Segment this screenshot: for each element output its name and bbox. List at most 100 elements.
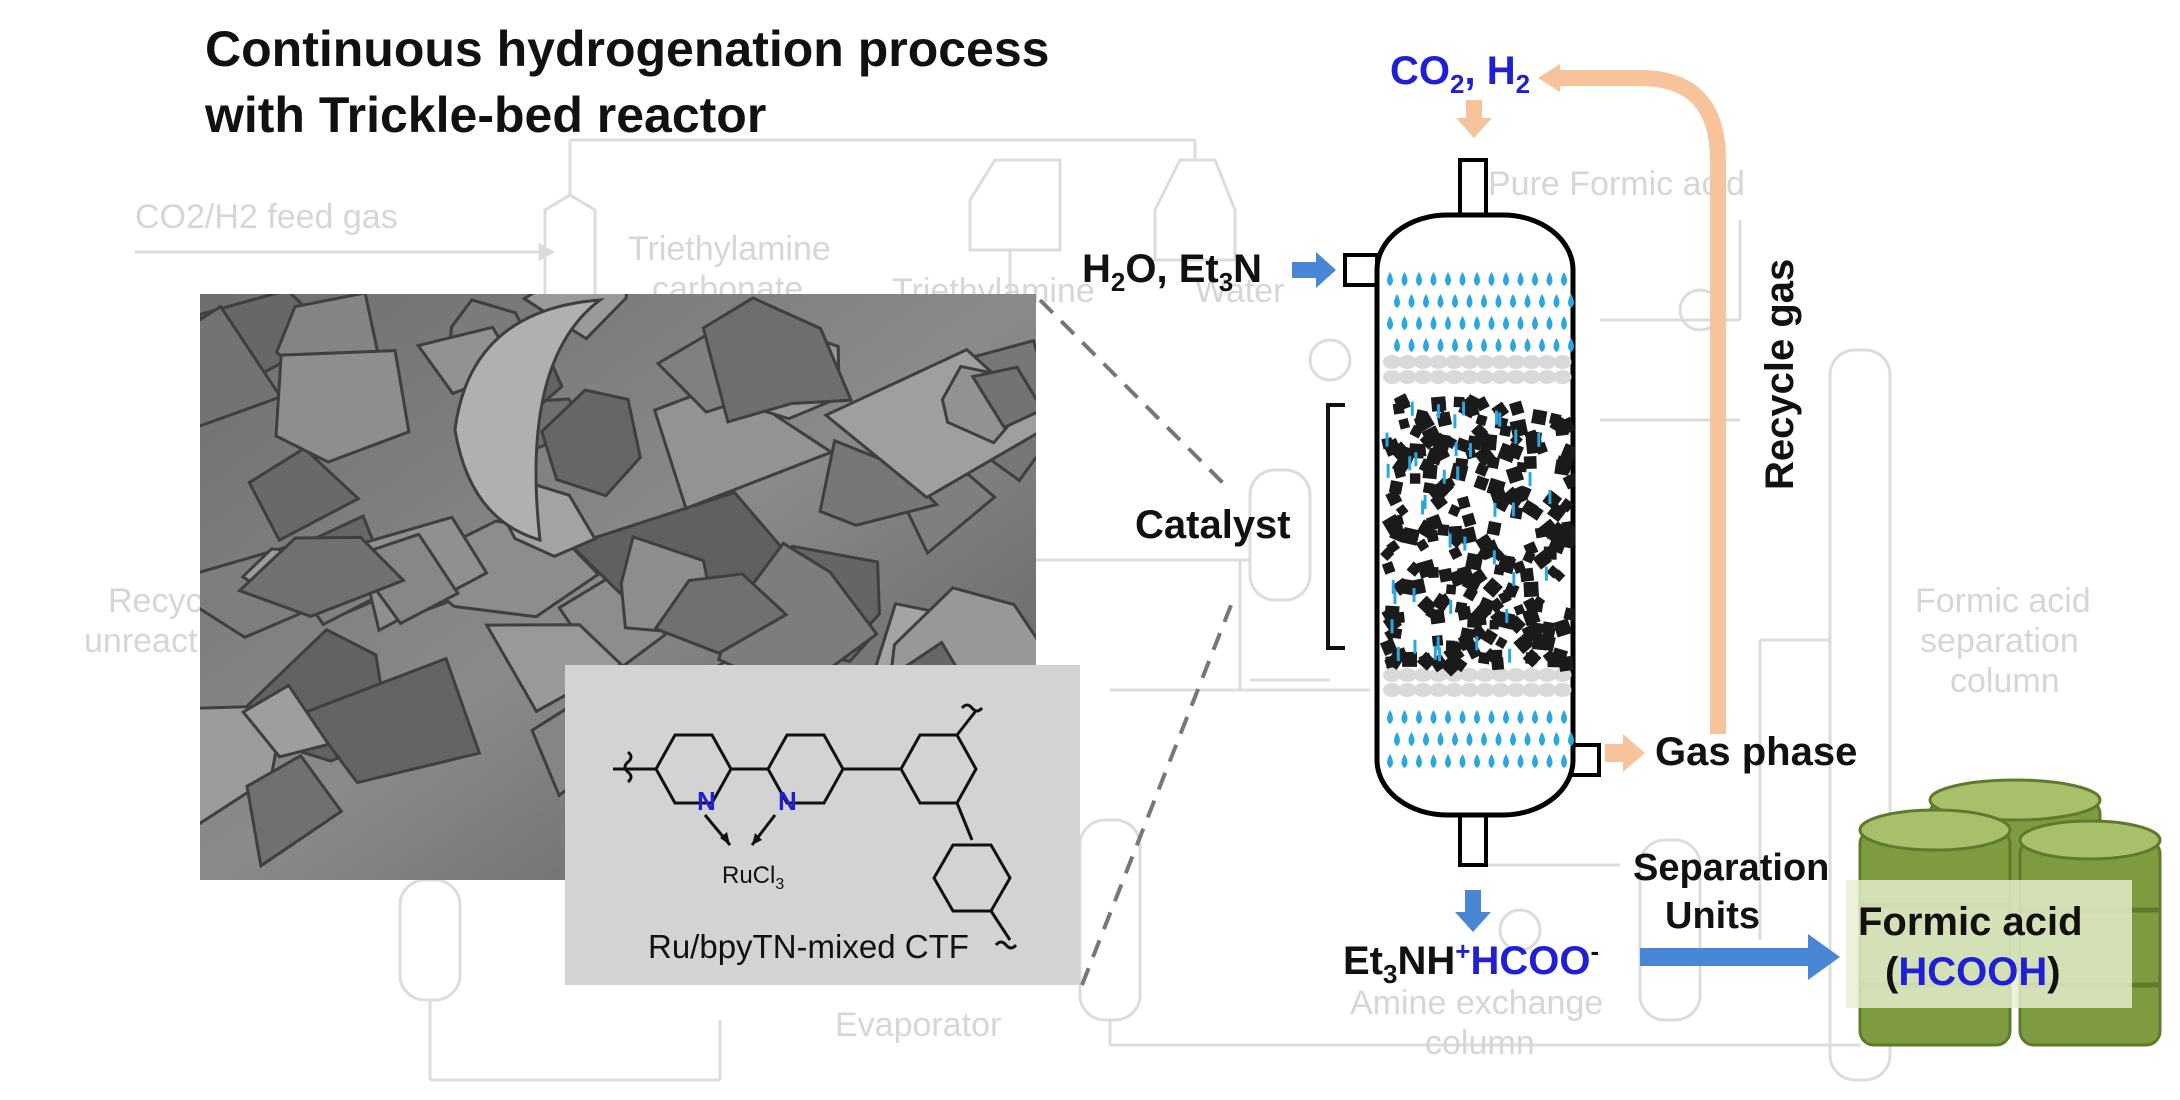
structure-bonds — [613, 703, 1018, 950]
liquid-trickle — [1494, 410, 1498, 425]
inert-bead — [1553, 668, 1572, 682]
n-atom-2: N — [778, 786, 797, 816]
catalyst-particle — [1542, 490, 1563, 510]
catalyst-particle — [1421, 425, 1443, 447]
liquid-drop — [1524, 338, 1531, 352]
catalyst-particle — [1509, 418, 1529, 438]
catalyst-structure-panel: N N RuCl3 Ru/bpyTN-mixed CTF — [565, 665, 1080, 985]
fa-separation-label-2: separation — [1920, 622, 2079, 660]
liquid-trickle — [1408, 456, 1412, 471]
inert-bead — [1398, 355, 1417, 369]
liquid-trickle — [1453, 414, 1457, 429]
inert-bead — [1445, 370, 1463, 384]
title-line-1: Continuous hydrogenation process — [205, 21, 1049, 77]
liquid-drop — [1488, 710, 1495, 724]
catalyst-particle — [1437, 410, 1451, 424]
catalyst-particle — [1453, 396, 1465, 408]
inert-bead — [1522, 668, 1541, 682]
catalyst-particle — [1482, 577, 1503, 598]
hcooh-label: (HCOOH) — [1885, 950, 2061, 994]
h2o-et3n-label: H2O, Et3N — [1082, 247, 1262, 297]
catalyst-particle — [1541, 621, 1555, 634]
sem-particle — [245, 753, 344, 869]
liquid-trickle — [1396, 647, 1400, 662]
inert-bead — [1414, 668, 1432, 682]
liquid-drop — [1488, 754, 1495, 768]
catalyst-particle — [1409, 473, 1421, 484]
liquid-drop — [1539, 294, 1545, 308]
rucl3-label: RuCl3 — [722, 862, 784, 893]
liquid-trickle — [1537, 432, 1541, 447]
catalyst-particle — [1563, 607, 1575, 622]
catalyst-particle — [1475, 414, 1488, 427]
fa-separation-label: Formic acid — [1915, 582, 2091, 620]
catalyst-particle — [1464, 394, 1482, 411]
liquid-drop — [1401, 754, 1408, 768]
zoom-lines — [1038, 298, 1237, 986]
catalyst-particle — [1550, 647, 1569, 665]
liquid-drop — [1459, 710, 1466, 724]
catalyst-particle — [1494, 416, 1509, 431]
catalyst-particle — [1443, 435, 1458, 450]
liquid-drop — [1416, 272, 1422, 286]
catalyst-particle — [1464, 638, 1478, 652]
inert-bead — [1553, 355, 1572, 369]
sem-particle — [240, 683, 332, 759]
catalyst-particle — [1532, 595, 1546, 609]
catalyst-particle — [1525, 652, 1538, 665]
catalyst-particle — [1494, 496, 1511, 513]
liquid-trickle — [1414, 452, 1418, 467]
liquid-drop — [1503, 754, 1509, 768]
inert-bead — [1429, 370, 1448, 384]
sem-particle — [453, 298, 606, 543]
separation-units-label-2: Units — [1665, 895, 1760, 937]
liquid-drop — [1423, 338, 1429, 352]
liquid-drop — [1459, 754, 1466, 768]
liquid-drop — [1553, 732, 1560, 746]
inert-bead — [1383, 355, 1401, 369]
inert-bead — [1553, 370, 1572, 384]
catalyst-particle — [1509, 400, 1525, 417]
catalyst-particle — [1381, 605, 1401, 625]
liquid-drop — [1437, 294, 1444, 308]
liquid-trickle — [1442, 469, 1446, 484]
liquid-drop — [1437, 732, 1444, 746]
catalyst-particle — [1433, 476, 1455, 498]
catalyst-particle — [1454, 601, 1468, 615]
liquid-trickle — [1454, 442, 1458, 457]
liquid-trickle — [1514, 429, 1518, 444]
inert-bead — [1538, 370, 1556, 384]
trickle-bed-reactor — [1343, 158, 1601, 867]
catalyst-particle — [1523, 581, 1539, 598]
inert-bead — [1491, 683, 1510, 697]
inert-bead — [1383, 668, 1401, 682]
catalyst-particle — [1560, 443, 1575, 461]
liquid-drop — [1387, 272, 1393, 286]
liquid-trickle — [1498, 412, 1502, 427]
liquid-trickle — [1463, 536, 1467, 551]
liquid-drop — [1387, 710, 1393, 724]
liquid-drop — [1546, 316, 1553, 330]
unreacted-label: unreact — [84, 622, 198, 660]
catalyst-particle — [1490, 609, 1507, 627]
liquid-trickle — [1448, 533, 1452, 548]
liquid-drop — [1474, 272, 1480, 286]
inert-bead — [1538, 355, 1556, 369]
liquid-drop — [1517, 316, 1524, 330]
catalyst-particle — [1395, 393, 1411, 409]
liquid-trickle — [1456, 466, 1460, 481]
catalyst-particle — [1523, 541, 1539, 557]
liquid-drop — [1394, 294, 1400, 308]
recycle-label: Recyc — [108, 582, 202, 620]
liquid-drop — [1532, 754, 1538, 768]
liquid-drop — [1503, 316, 1509, 330]
product-salt-label: Et3NH+HCOO- — [1343, 936, 1599, 989]
background-flowsheet — [135, 138, 1892, 1082]
catalyst-particle — [1398, 417, 1410, 430]
liquid-drop — [1474, 754, 1480, 768]
liquid-drop — [1452, 732, 1458, 746]
liquid-drop — [1452, 338, 1458, 352]
separation-units-label: Separation — [1633, 847, 1829, 889]
catalyst-particle — [1425, 606, 1439, 621]
liquid-drop — [1561, 272, 1567, 286]
